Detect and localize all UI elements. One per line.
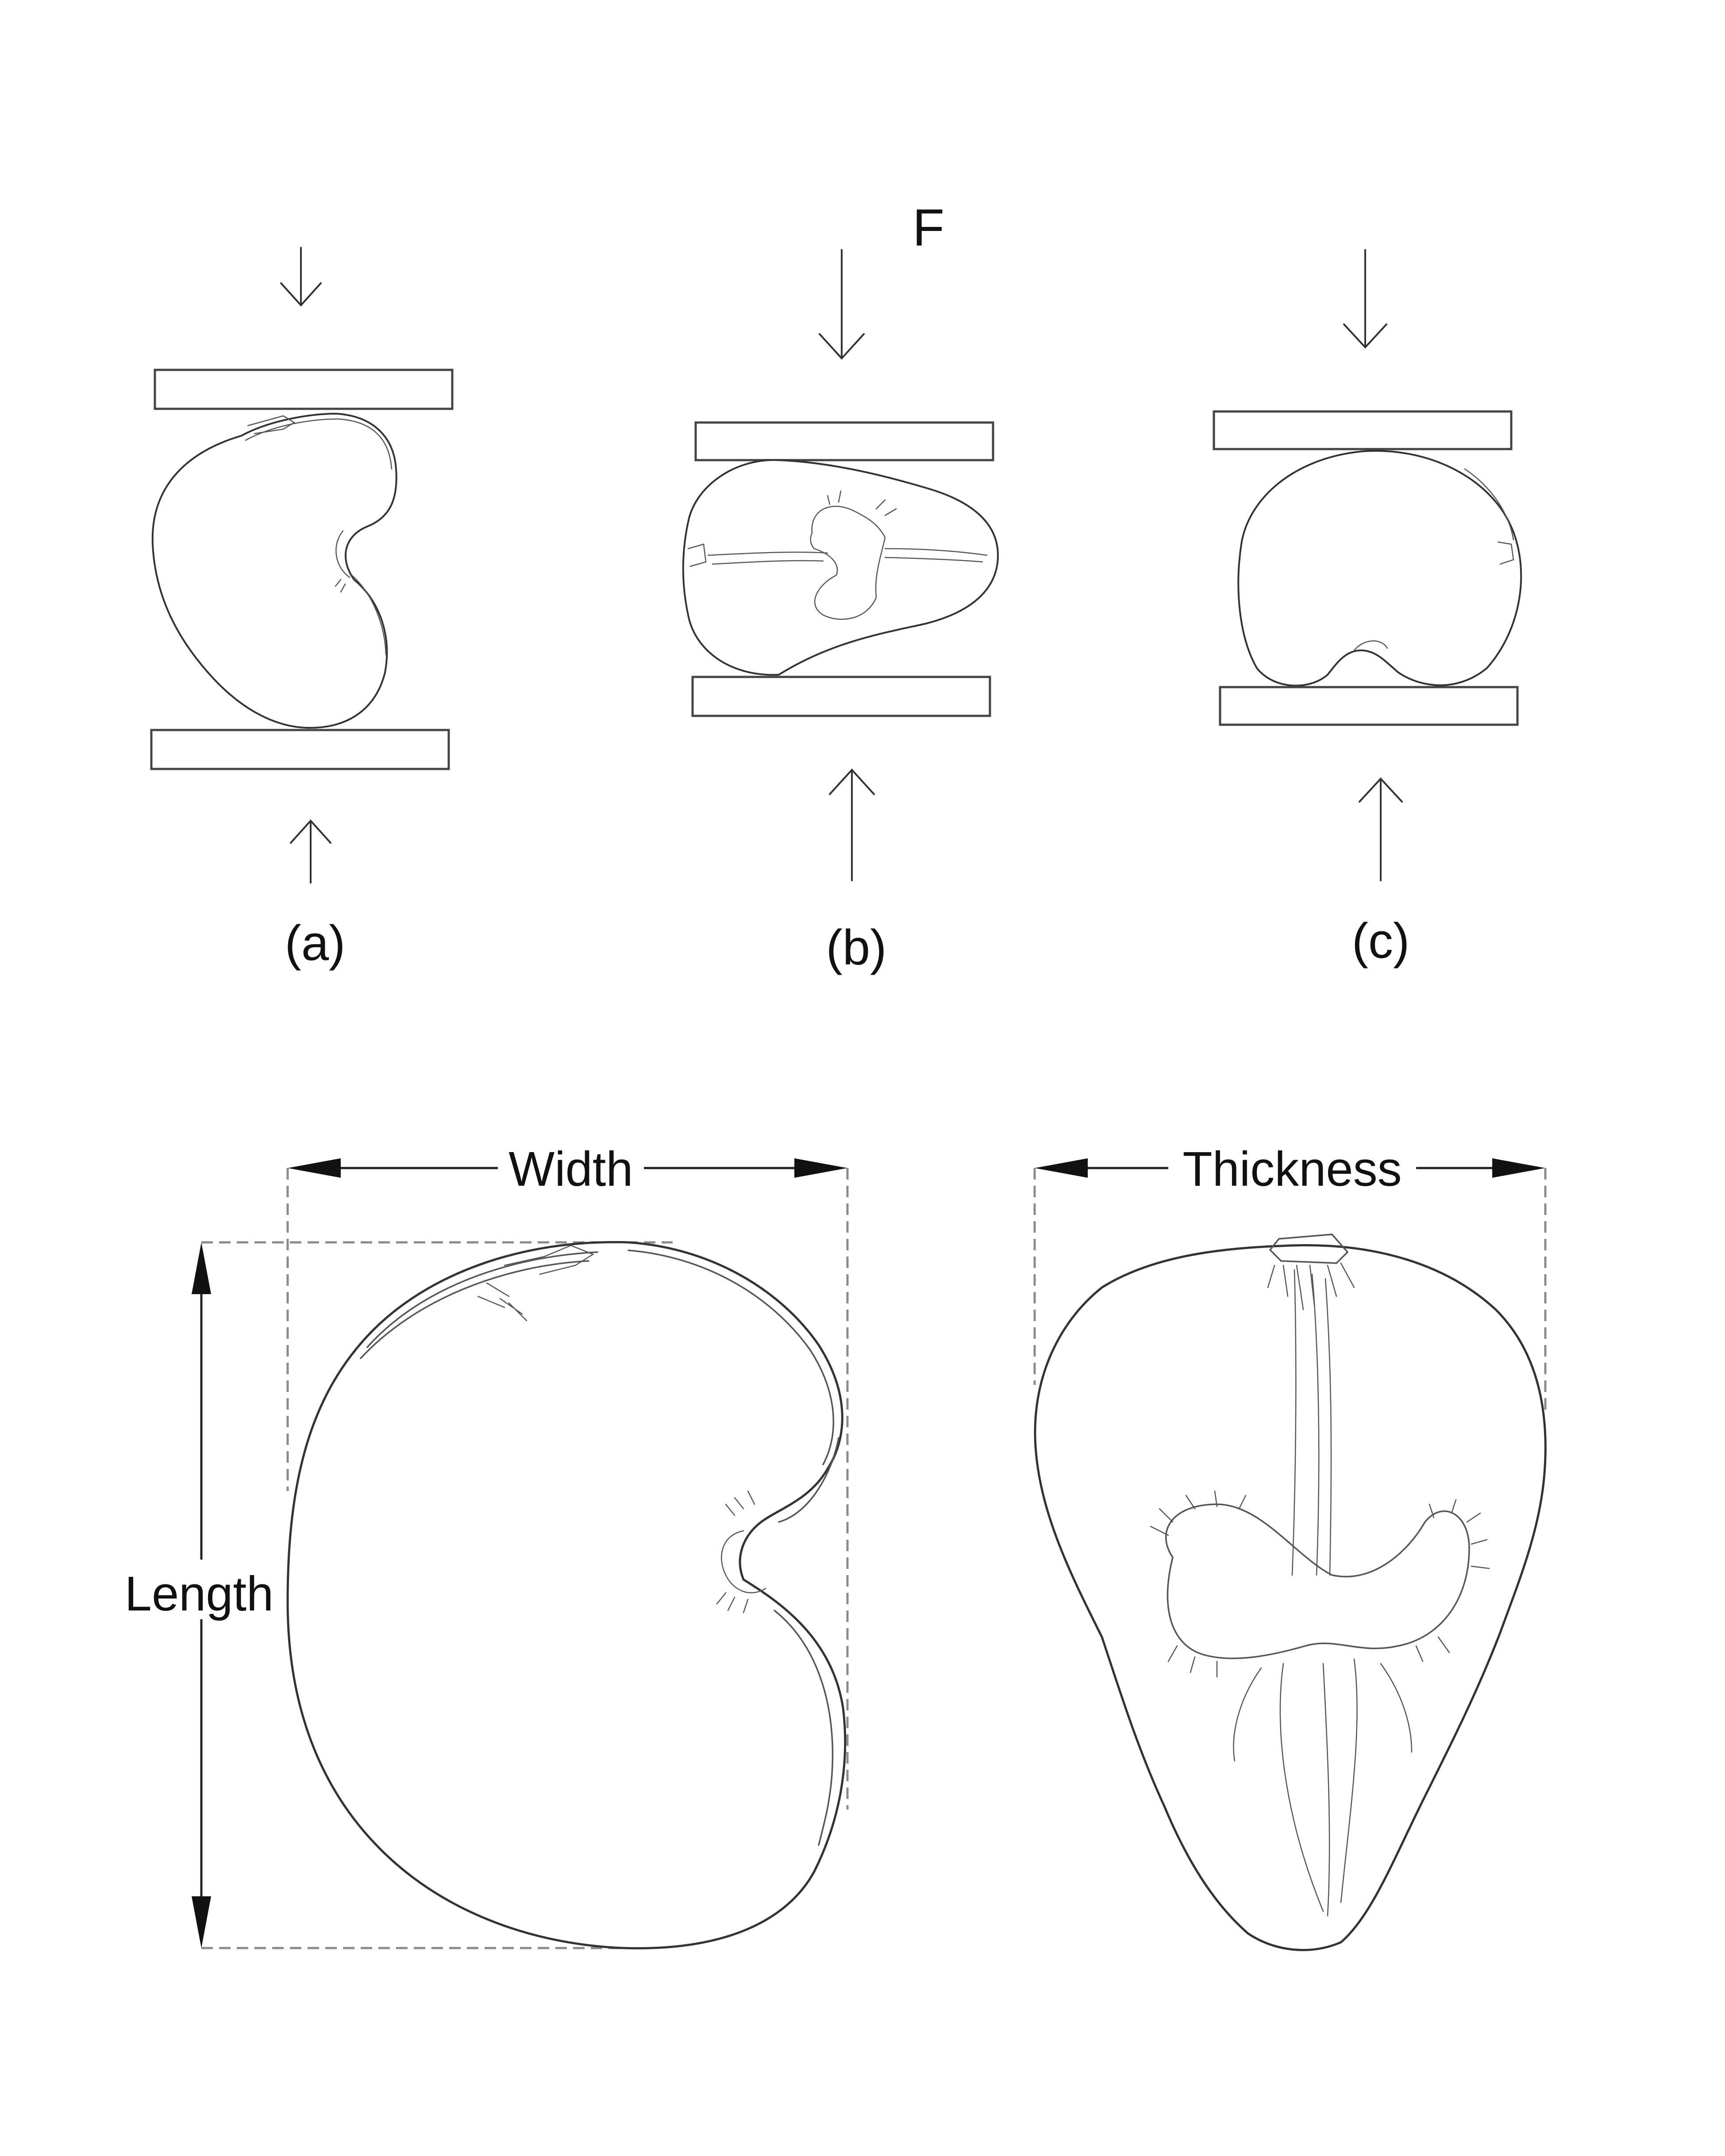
width-label: Width xyxy=(508,1142,633,1196)
panel-label-a: (a) xyxy=(285,915,346,971)
seed-edge-view xyxy=(1034,1234,1547,1951)
thickness-extension-lines xyxy=(1033,1168,1547,1416)
panel-a: (a) xyxy=(150,247,454,971)
bottom-plate-b xyxy=(691,676,991,717)
panel-b: (b) xyxy=(682,249,999,975)
panel-label-c: (c) xyxy=(1352,913,1410,968)
force-arrow-up-a xyxy=(290,819,331,884)
force-arrow-up-c xyxy=(1359,777,1403,881)
thickness-drawing: Thickness xyxy=(1033,1139,1547,1951)
seed-thickness-b xyxy=(682,459,999,676)
force-arrow-up-b xyxy=(829,769,875,881)
length-width-drawing: Width Length xyxy=(115,1139,849,1949)
thickness-label: Thickness xyxy=(1182,1142,1402,1196)
bottom-plate-c xyxy=(1219,686,1519,726)
force-label: F xyxy=(913,199,944,257)
panel-c: (c) xyxy=(1213,249,1522,968)
force-arrow-down-a xyxy=(280,247,322,307)
seed-side-view xyxy=(286,1241,847,1949)
panel-label-b: (b) xyxy=(826,920,887,975)
top-plate-c xyxy=(1213,410,1513,450)
top-plate-a xyxy=(154,369,454,410)
bottom-plate-a xyxy=(150,729,450,770)
length-label: Length xyxy=(125,1567,273,1621)
width-extension-lines xyxy=(286,1168,849,1810)
seed-lengthwise-a xyxy=(151,413,397,729)
top-plate-b xyxy=(694,421,994,461)
seed-widthwise-c xyxy=(1237,450,1522,687)
force-arrow-down-c xyxy=(1343,249,1387,349)
force-arrow-down-b xyxy=(819,249,865,360)
